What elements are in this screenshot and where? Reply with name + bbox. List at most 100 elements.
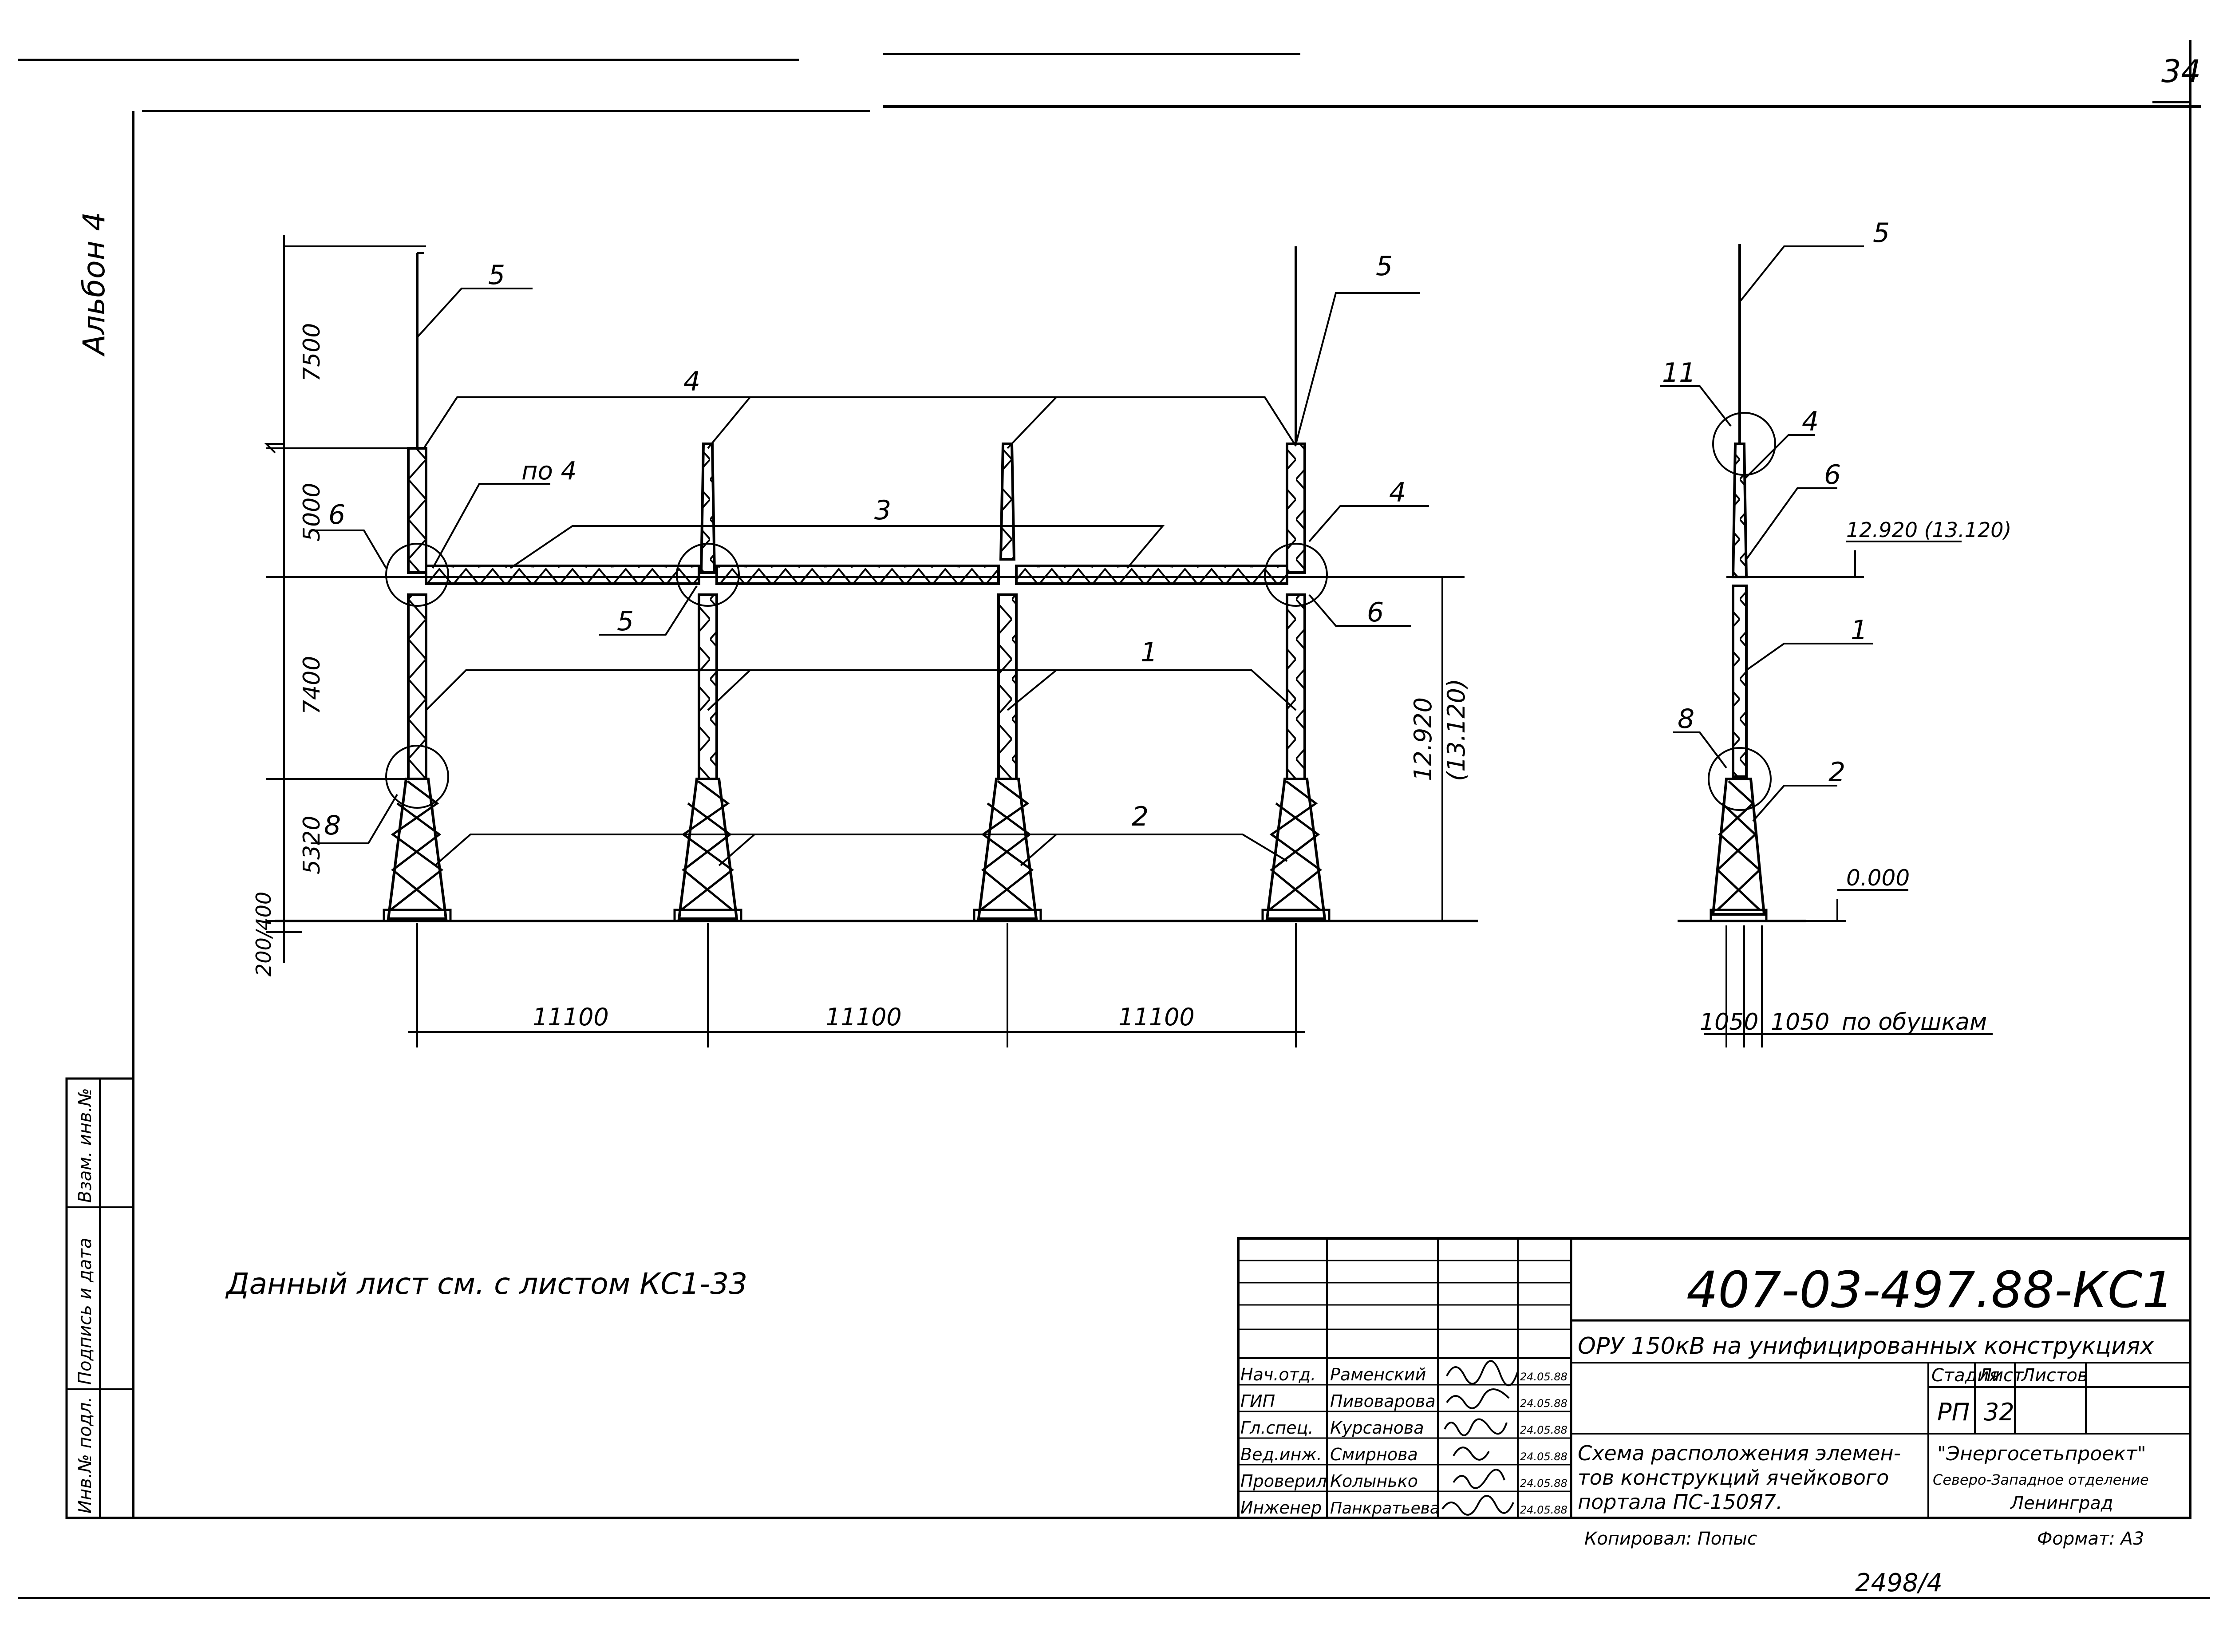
node-circle-6-left [385, 543, 449, 607]
signature-scribble [1446, 1388, 1510, 1409]
side-label-6: 6 [1824, 459, 1841, 490]
org-line-2: Северо-Западное отделение [1933, 1471, 2149, 1488]
node-circle-8 [385, 745, 449, 809]
sig-role: Вед.инж. [1240, 1445, 1322, 1464]
sig-date: 24.05.88 [1520, 1424, 1568, 1436]
side-label-5: 5 [1873, 217, 1890, 249]
side-dim-1: 1050 [1700, 1009, 1758, 1035]
front-view: 7500 5000 7400 5320 200/400 11100 11100 … [252, 235, 1478, 1047]
label-8: 8 [324, 810, 341, 841]
portal-column-3 [973, 443, 1042, 922]
stage-value: РП [1937, 1398, 1970, 1426]
stamp-signature-date: Подпись и дата [75, 1238, 95, 1385]
sig-name: Колынько [1330, 1471, 1418, 1491]
sheet-number: 34 [2161, 53, 2201, 90]
signature-scribble [1446, 1360, 1519, 1387]
sig-date: 24.05.88 [1520, 1397, 1568, 1410]
height-label-alt: (13.120) [1442, 679, 1470, 781]
sheet-note: Данный лист см. с листом КС1-33 [225, 1267, 747, 1301]
sig-date: 24.05.88 [1520, 1477, 1568, 1490]
title-project: ОРУ 150кВ на унифицированных конструкция… [1578, 1333, 2154, 1360]
signature-rows: Нач.отд. Раменский 24.05.88 ГИП Пивоваро… [1240, 1360, 1568, 1518]
elevation-zero: 0.000 [1846, 865, 1910, 891]
sig-role: Проверил [1240, 1471, 1327, 1491]
sig-role: Нач.отд. [1240, 1365, 1316, 1384]
sig-name: Панкратьева [1330, 1499, 1440, 1518]
sig-name: Раменский [1330, 1365, 1426, 1384]
height-label: 12.920 [1409, 697, 1437, 781]
top-edge-lines [18, 53, 2210, 1599]
sig-role: Инженер [1240, 1498, 1322, 1518]
label-5-mid: 5 [617, 606, 634, 637]
archive-number: 2498/4 [1855, 1569, 1943, 1597]
title-code: 407-03-497.88-КС1 [1686, 1261, 2174, 1319]
elevation-top: 12.920 (13.120) [1846, 518, 2011, 542]
sig-date: 24.05.88 [1520, 1504, 1568, 1516]
label-1: 1 [1141, 637, 1157, 668]
leader-lines-front [264, 288, 1429, 866]
dim-5320: 5320 [299, 816, 325, 874]
dim-200-400: 200/400 [252, 892, 276, 976]
portal-beams [425, 565, 1288, 585]
side-stamp: Инв.№ подл. Подпись и дата Взам. инв.№ [65, 1077, 134, 1519]
sig-role: ГИП [1240, 1391, 1275, 1411]
label-pa4: по 4 [521, 457, 576, 486]
side-label-8: 8 [1678, 703, 1694, 735]
sig-name: Пивоварова [1330, 1391, 1436, 1411]
side-dim-2: 1050 [1771, 1009, 1829, 1035]
signature-scribble [1453, 1446, 1490, 1461]
node-circle-6-right [1264, 543, 1328, 607]
side-label-1: 1 [1851, 615, 1868, 646]
copied-by: Копировал: Попыс [1584, 1529, 1757, 1549]
side-label-11: 11 [1662, 357, 1696, 388]
sig-date: 24.05.88 [1520, 1371, 1568, 1383]
label-4-top: 4 [683, 366, 700, 397]
sig-role: Гл.спец. [1240, 1418, 1314, 1438]
format-label: Формат: А3 [2037, 1529, 2144, 1549]
label-6-left: 6 [328, 499, 345, 530]
height-dimension [1429, 576, 1460, 922]
label-6-right: 6 [1367, 597, 1384, 628]
vertical-dimensions-left [266, 235, 426, 963]
portal-column-1 [383, 252, 452, 922]
sig-name: Курсанова [1330, 1418, 1424, 1438]
side-label-4: 4 [1802, 406, 1819, 437]
org-line-3: Ленинград [2010, 1493, 2113, 1514]
side-dim-note: по обушкам [1842, 1009, 1987, 1035]
dim-7500: 7500 [299, 323, 325, 382]
sig-date: 24.05.88 [1520, 1450, 1568, 1463]
horizontal-dimensions [408, 923, 1305, 1047]
org-line-1: "Энергосетьпроект" [1937, 1443, 2146, 1465]
sheets-header: Листов [2021, 1365, 2088, 1386]
side-view: 5 11 4 6 1 8 2 12.920 (13.120) 0.000 105… [1660, 217, 2011, 1047]
dim-span-2: 11100 [825, 1003, 902, 1031]
dim-5000: 5000 [299, 483, 325, 541]
label-5-left: 5 [488, 260, 505, 291]
label-3: 3 [874, 495, 891, 526]
node-circle-11 [1712, 412, 1776, 476]
node-circle-5 [676, 543, 740, 607]
album-label: Альбон 4 [77, 212, 112, 357]
node-circle-8-side [1708, 747, 1772, 811]
dim-span-1: 11100 [533, 1003, 609, 1031]
description-line-1: Схема расположения элемен- [1578, 1441, 1901, 1465]
signature-scribble [1441, 1495, 1514, 1516]
side-label-2: 2 [1828, 757, 1845, 788]
portal-column-2 [673, 443, 742, 922]
description-line-2: тов конструкций ячейкового [1578, 1466, 1889, 1490]
portal-column-4 [1261, 246, 1331, 922]
stamp-vzam-inv: Взам. инв.№ [75, 1088, 95, 1203]
description-line-3: портала ПС-150Я7. [1578, 1490, 1783, 1514]
title-block [1237, 1237, 2191, 1519]
sig-name: Смирнова [1330, 1445, 1418, 1464]
dim-7400: 7400 [299, 656, 325, 715]
sheet-header: Лист [1978, 1365, 2024, 1386]
label-4-right: 4 [1389, 477, 1406, 508]
signature-scribble [1444, 1418, 1508, 1436]
label-2: 2 [1132, 801, 1149, 832]
signature-scribble [1453, 1469, 1505, 1489]
label-5-right: 5 [1376, 251, 1393, 282]
stamp-inv-podl: Инв.№ подл. [75, 1397, 95, 1514]
dim-span-3: 11100 [1118, 1003, 1195, 1031]
